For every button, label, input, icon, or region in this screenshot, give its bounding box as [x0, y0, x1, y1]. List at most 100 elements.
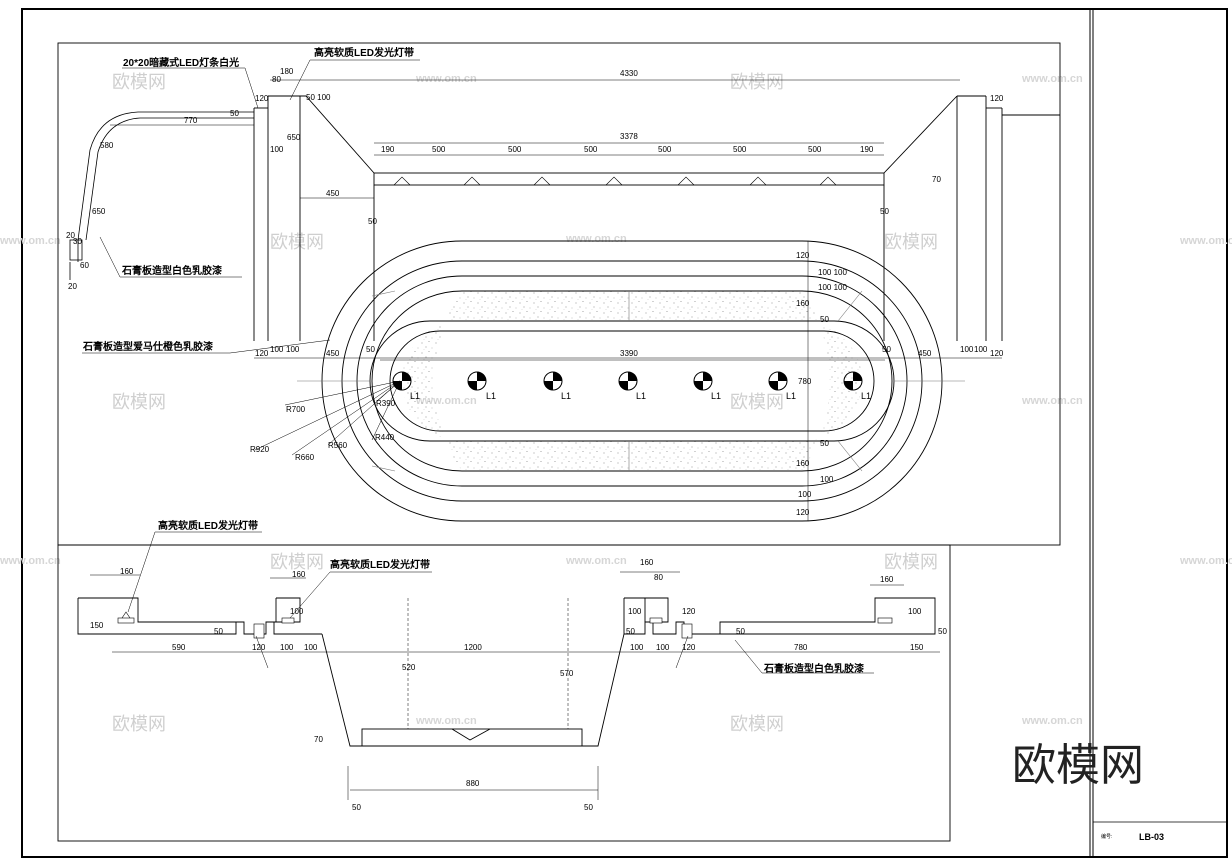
annotation-gypsum-art-paint: 石膏板造型爱马仕橙色乳胶漆 — [82, 340, 213, 353]
dim-50: 50 — [880, 207, 889, 216]
dim-50: 50 — [352, 803, 361, 812]
dim-100-100: 100 100 — [818, 283, 847, 292]
dim-160: 160 — [880, 575, 894, 584]
dim-50: 50 — [820, 315, 829, 324]
watermark-url: www.om.cn — [565, 555, 627, 567]
dim-80: 80 — [654, 573, 663, 582]
watermark-url: www.om.cn — [415, 73, 477, 85]
annotation-led-strip-hidden: 20*20暗藏式LED灯条白光 — [123, 56, 239, 69]
dim-100: 100 — [270, 345, 284, 354]
watermark-url: www.om.cn — [1021, 73, 1083, 85]
dim-seg: 500 — [508, 145, 522, 154]
light-label: L1 — [786, 391, 796, 401]
dim-seg: 500 — [432, 145, 446, 154]
watermark-url: www.om.cn — [1179, 235, 1232, 247]
dim-120: 120 — [990, 94, 1004, 103]
dim-100: 100 — [270, 145, 284, 154]
dim-780: 780 — [798, 377, 812, 386]
dim-seg-end: 190 — [860, 145, 874, 154]
sheet-frame — [21, 8, 1228, 858]
ceiling-plan: L1 L1 L1 L1 L1 L1 L1 — [57, 42, 1061, 546]
ceiling-section: 高亮软质LED发光灯带 高亮软质LED发光灯带 石膏板造型白色乳胶漆 160 1… — [57, 519, 951, 842]
dim-120: 120 — [682, 607, 696, 616]
light-label: L1 — [486, 391, 496, 401]
dim-650: 650 — [92, 207, 106, 216]
dim-seg: 500 — [733, 145, 747, 154]
dim-180: 180 — [280, 67, 294, 76]
downlights — [392, 371, 863, 391]
dim-seg: 500 — [584, 145, 598, 154]
watermark-brand: 欧模网 — [270, 552, 324, 573]
light-label: L1 — [861, 391, 871, 401]
radius-920: R920 — [250, 445, 270, 454]
dim-20: 20 — [66, 231, 75, 240]
watermark-url: www.om.cn — [565, 233, 627, 245]
watermark-url: www.om.cn — [1021, 395, 1083, 407]
drawing-number: LB-03 — [1139, 832, 1164, 842]
dim-seg-end: 190 — [381, 145, 395, 154]
dim-100: 100 — [304, 643, 318, 652]
radius-660: R660 — [295, 453, 315, 462]
dim-160: 160 — [120, 567, 134, 576]
watermark-url: www.om.cn — [1021, 715, 1083, 727]
radius-390: R390 — [376, 399, 396, 408]
light-label: L1 — [636, 391, 646, 401]
dim-650: 650 — [287, 133, 301, 142]
dim-seg: 500 — [808, 145, 822, 154]
dim-100: 100 — [286, 345, 300, 354]
dim-120: 120 — [796, 251, 810, 260]
drawing-number-prefix: 编号: — [1101, 833, 1112, 840]
downlight-icon — [693, 371, 713, 391]
dim-100: 100 — [798, 490, 812, 499]
dim-80: 80 — [272, 75, 281, 84]
dim-70: 70 — [932, 175, 941, 184]
dim-overall-width: 4330 — [620, 69, 638, 78]
dim-150: 150 — [910, 643, 924, 652]
dim-100: 100 — [656, 643, 670, 652]
dim-120: 120 — [252, 643, 266, 652]
dim-120: 120 — [990, 349, 1004, 358]
dim-450: 450 — [918, 349, 932, 358]
dim-100: 100 — [628, 607, 642, 616]
dim-100: 100 — [908, 607, 922, 616]
dim-150: 150 — [90, 621, 104, 630]
dim-50: 50 — [626, 627, 635, 636]
light-label: L1 — [561, 391, 571, 401]
annotation-gypsum-white: 石膏板造型白色乳胶漆 — [763, 662, 864, 675]
dim-100: 100 — [630, 643, 644, 652]
dim-50: 50 — [882, 345, 891, 354]
dim-160: 160 — [640, 558, 654, 567]
dim-100: 100 — [974, 345, 988, 354]
annotation-led-flexible-b: 高亮软质LED发光灯带 — [330, 558, 430, 571]
downlight-icon — [543, 371, 563, 391]
dim-580: 580 — [100, 141, 114, 150]
dim-1200: 1200 — [464, 643, 482, 652]
dim-100: 100 — [960, 345, 974, 354]
dim-780: 780 — [794, 643, 808, 652]
dim-520: 520 — [402, 663, 416, 672]
dim-seg: 500 — [658, 145, 672, 154]
dim-570: 570 — [560, 669, 574, 678]
dim-50: 50 — [230, 109, 239, 118]
dim-60: 60 — [80, 261, 89, 270]
dim-20: 20 — [68, 282, 77, 291]
radius-440: R440 — [375, 433, 395, 442]
dim-50: 50 — [584, 803, 593, 812]
downlight-icon — [843, 371, 863, 391]
watermark-url: www.om.cn — [0, 555, 61, 567]
downlight-icon — [768, 371, 788, 391]
dim-770: 770 — [184, 116, 198, 125]
dim-50: 50 — [820, 439, 829, 448]
dim-50: 50 — [366, 345, 375, 354]
dim-50: 50 — [368, 217, 377, 226]
dim-50: 50 — [736, 627, 745, 636]
dim-ellipse-inner-length: 3390 — [620, 349, 638, 358]
watermark-url: www.om.cn — [1179, 555, 1232, 567]
light-label: L1 — [711, 391, 721, 401]
dim-160: 160 — [796, 459, 810, 468]
annotation-led-flexible: 高亮软质LED发光灯带 — [314, 46, 414, 59]
dim-50-100: 50 100 — [306, 93, 331, 102]
dim-inner-width: 3378 — [620, 132, 638, 141]
radius-560: R560 — [328, 441, 348, 450]
